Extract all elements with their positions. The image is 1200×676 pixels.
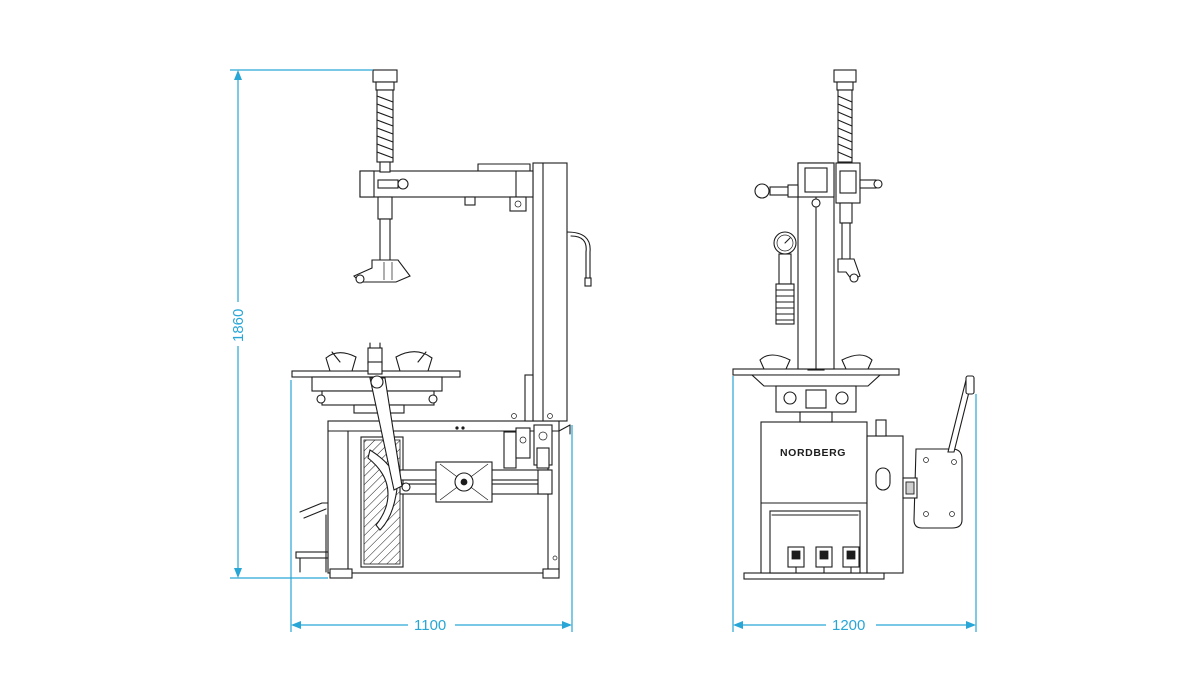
side-column: [754, 162, 835, 370]
dimension-height: 1860: [230, 69, 373, 579]
dimension-height-label: 1860: [230, 309, 247, 342]
foot-pedal: [295, 502, 329, 573]
dimension-side-width: 1200: [732, 376, 977, 634]
bead-breaker-arm: [399, 461, 553, 503]
front-horizontal-arm: [359, 163, 534, 212]
side-view: NORDBERG: [732, 69, 975, 580]
air-valve-block: [503, 424, 571, 469]
side-base-plate: [743, 572, 885, 580]
side-pressure-gauge: [773, 231, 797, 325]
front-turntable: [291, 342, 461, 491]
dimension-side-width-label: 1200: [832, 617, 865, 634]
dimension-front-width: 1100: [290, 380, 573, 634]
brand-logo: NORDBERG: [780, 447, 846, 459]
side-cabinet: NORDBERG: [760, 419, 904, 574]
side-tool-post: [833, 69, 883, 283]
side-bead-breaker: [902, 375, 975, 529]
front-column: [511, 162, 592, 422]
dimension-front-width-label: 1100: [414, 617, 446, 634]
front-view: [291, 69, 592, 579]
front-tool-post: [353, 69, 411, 284]
